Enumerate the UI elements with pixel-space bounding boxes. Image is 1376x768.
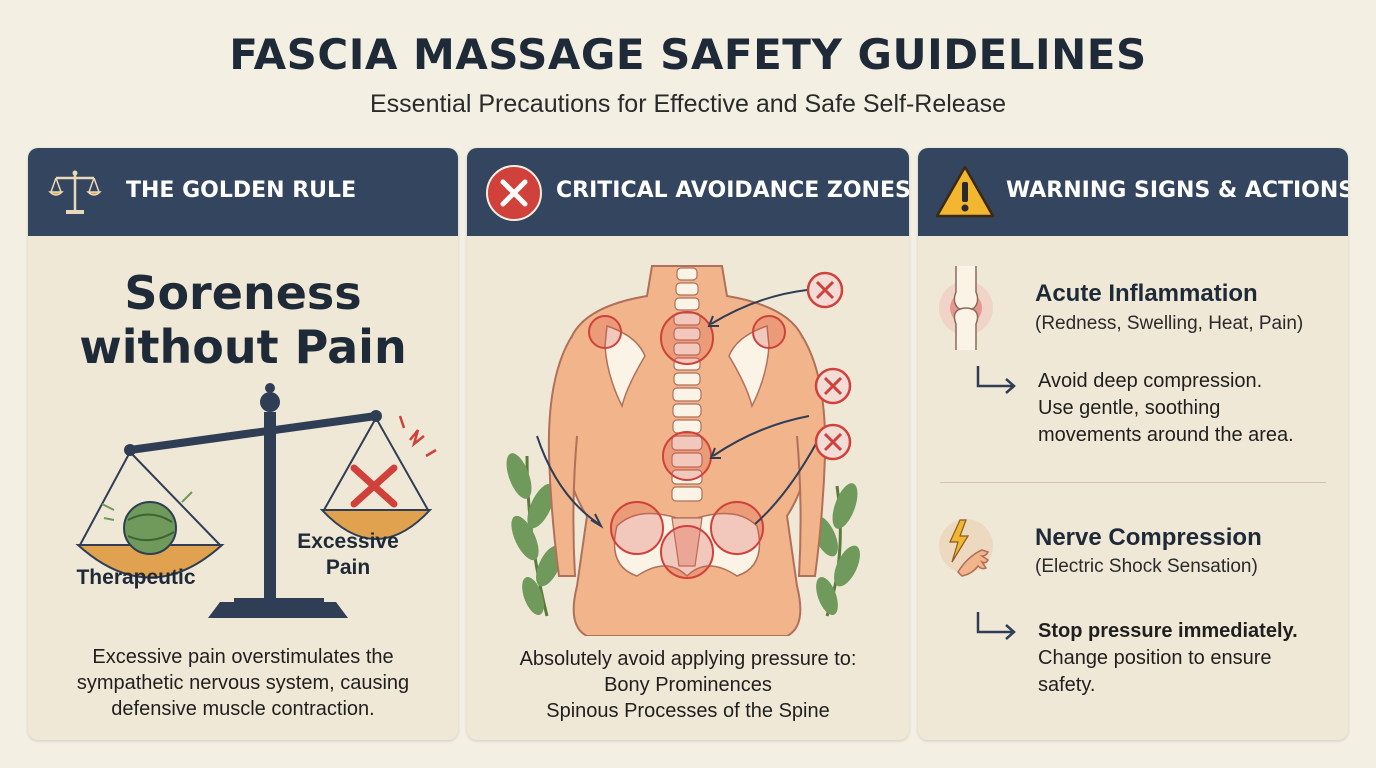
avoidance-caption-line1: Absolutely avoid applying pressure to: <box>519 648 857 670</box>
page-subtitle: Essential Precautions for Effective and … <box>370 90 1006 118</box>
nerve-compression-action-line2: Change position to ensure <box>1038 647 1272 669</box>
acute-inflammation-title: Acute Inflammation <box>1035 280 1258 307</box>
acute-inflammation-subtitle: (Redness, Swelling, Heat, Pain) <box>1035 313 1304 334</box>
excessive-pain-label-line1: Excessive <box>297 530 399 553</box>
avoidance-caption-line3: Spinous Processes of the Spine <box>546 700 830 722</box>
x-circle-icon <box>485 164 543 222</box>
avoidance-caption-line2: Bony Prominences <box>604 674 772 696</box>
acute-inflammation-action-line2: Use gentle, soothing <box>1038 397 1221 419</box>
golden-rule-card: THE GOLDEN RULE Soreness without Pain <box>28 148 458 740</box>
warning-signs-card: WARNING SIGNS & ACTIONS Acute Inflammati… <box>918 148 1348 740</box>
nerve-compression-title: Nerve Compression <box>1035 524 1262 551</box>
golden-rule-line2: without Pain <box>79 320 407 374</box>
nerve-compression-action-line3: safety. <box>1038 674 1096 696</box>
excessive-pain-label-line2: Pain <box>325 556 371 579</box>
golden-rule-caption-line1: Excessive pain overstimulates the <box>92 646 394 668</box>
nerve-compression-action-line1: Stop pressure immediately. <box>1038 620 1298 642</box>
avoidance-zones-header: CRITICAL AVOIDANCE ZONES <box>467 148 909 236</box>
balance-scale-illustration <box>58 380 438 630</box>
warning-divider <box>940 482 1326 483</box>
electric-hand-icon <box>938 510 994 580</box>
nerve-compression-subtitle: (Electric Shock Sensation) <box>1035 556 1258 577</box>
golden-rule-caption-line2: sympathetic nervous system, causing <box>76 672 410 694</box>
warning-signs-header: WARNING SIGNS & ACTIONS <box>918 148 1348 236</box>
inflamed-joint-icon <box>938 266 994 350</box>
golden-rule-heading: THE GOLDEN RULE <box>126 178 357 203</box>
avoidance-zones-heading: CRITICAL AVOIDANCE ZONES <box>556 178 909 203</box>
return-arrow-icon <box>974 364 1020 394</box>
golden-rule-header: THE GOLDEN RULE <box>28 148 458 236</box>
acute-inflammation-action-line1: Avoid deep compression. <box>1038 370 1263 392</box>
return-arrow-icon <box>974 610 1020 640</box>
golden-rule-line1: Soreness <box>124 266 362 320</box>
page-title: FASCIA MASSAGE SAFETY GUIDELINES <box>229 30 1147 79</box>
avoidance-zones-card: CRITICAL AVOIDANCE ZONES <box>467 148 909 740</box>
warning-triangle-icon <box>934 164 996 220</box>
therapeutic-label: Therapeutic <box>76 566 196 589</box>
warning-signs-heading: WARNING SIGNS & ACTIONS <box>1006 178 1348 203</box>
spine-body-illustration <box>487 256 887 636</box>
golden-rule-caption-line3: defensive muscle contraction. <box>111 698 375 720</box>
acute-inflammation-action-line3: movements around the area. <box>1038 424 1294 446</box>
balance-scale-icon <box>48 166 102 218</box>
